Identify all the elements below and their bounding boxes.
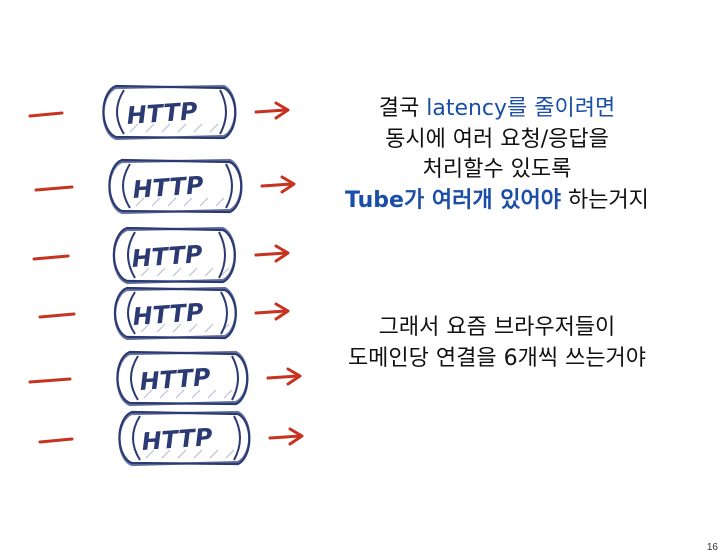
page-number: 16 [707,542,718,553]
text-line: 그래서 요즘 브라우저들이 [330,313,664,344]
outgoing-arrow [256,253,286,255]
incoming-dash [36,187,72,190]
http-tube: HTTP [40,412,302,465]
tube-cap [131,356,138,400]
text-segment: 그래서 요즘 브라우저들이 [379,315,616,340]
incoming-dash [34,256,68,259]
tube-cap [221,292,227,334]
text-line: Tube가 여러개 있어야 하는거지 [314,186,680,217]
text-segment: 하는거지 [561,188,649,213]
tube-label: HTTP [132,298,205,331]
text-line: 처리할수 있도록 [314,155,680,186]
tube-hatch [205,268,213,276]
tube-cap [133,416,140,460]
http-tube: HTTP [30,86,288,139]
text-line: 결국 latency를 줄이려면 [314,94,680,125]
outgoing-arrow [268,376,298,378]
http-tube: HTTP [30,352,300,405]
tube-cap [123,164,130,208]
incoming-dash [30,379,70,382]
tube-hatch [205,324,213,332]
tube-label: HTTP [131,240,204,273]
text-segment: 동시에 여러 요청/응답을 [385,127,609,152]
text-line: 동시에 여러 요청/응답을 [314,125,680,156]
http-tube: HTTP [36,160,294,213]
highlighted-text: latency를 줄이려면 [426,96,615,121]
http-tubes-illustration: HTTP HTTP HTTP HTTP HTTP HTTP [0,0,330,490]
text-line: 도메인당 연결을 6개씩 쓰는거야 [330,344,664,375]
text-segment: 결국 [379,96,426,121]
tube-label: HTTP [132,171,205,204]
tube-cap [232,356,238,400]
tube-hatch [226,450,234,458]
tube-label: HTTP [139,363,212,396]
outgoing-arrow [270,436,300,438]
incoming-dash [30,113,62,116]
tube-hatch [189,268,197,276]
tube-cap [117,90,124,134]
outgoing-arrow [256,311,286,313]
tube-cap [220,90,226,134]
tube-label: HTTP [126,97,199,130]
highlighted-text: Tube가 여러개 있어야 [345,188,561,213]
outgoing-arrow [262,184,292,186]
incoming-dash [40,314,74,317]
tube-cap [219,232,225,278]
tube-cap [226,164,232,208]
http-tube: HTTP [34,228,288,283]
tube-hatch [224,390,232,398]
text-segment: 도메인당 연결을 6개씩 쓰는거야 [348,346,646,371]
tube-cap [234,416,240,460]
incoming-dash [40,439,72,442]
http-tube: HTTP [40,288,288,339]
text-segment: 처리할수 있도록 [423,157,572,182]
outgoing-arrow [256,110,286,112]
tube-hatch [210,124,218,132]
tube-label: HTTP [141,423,214,456]
tube-hatch [216,198,224,206]
